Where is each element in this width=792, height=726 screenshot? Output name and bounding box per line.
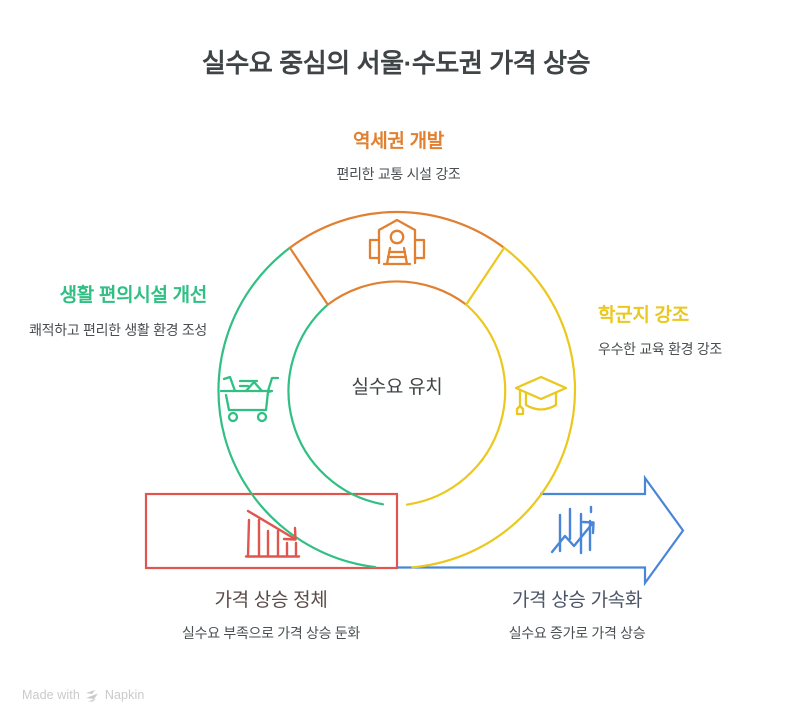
node-price-acceleration-subtitle: 실수요 증가로 가격 상승	[508, 624, 646, 641]
node-station-title: 역세권 개발	[353, 131, 444, 152]
napkin-logo-icon	[85, 689, 98, 701]
watermark-prefix: Made with	[22, 688, 80, 702]
node-school-subtitle: 우수한 교육 환경 강조	[598, 340, 722, 357]
ring-arc-outer-amenity	[217, 246, 377, 569]
node-station-development: 역세권 개발 편리한 교통 시설 강조	[296, 129, 501, 184]
node-station-subtitle: 편리한 교통 시설 강조	[336, 165, 461, 182]
node-price-stagnation-title: 가격 상승 정체	[214, 590, 328, 611]
node-price-acceleration-title: 가격 상승 가속화	[511, 590, 643, 611]
ring-center-label: 실수요 유치	[351, 377, 443, 398]
ring-divider-station-amenity	[288, 246, 329, 306]
shopping-cart-icon	[219, 375, 280, 423]
ring-arc-inner-school	[405, 303, 507, 506]
ring-arc-inner-amenity	[287, 303, 385, 506]
ring-divider-station-school	[465, 246, 506, 306]
node-price-stagnation-subtitle: 실수요 부족으로 가격 상승 둔화	[182, 624, 360, 641]
page-title: 실수요 중심의 서울·수도권 가격 상승	[201, 48, 591, 78]
node-amenity-subtitle: 쾌적하고 편리한 생활 환경 조성	[29, 321, 207, 338]
ring-arc-outer-school	[411, 246, 577, 569]
graduation-cap-icon	[514, 375, 568, 416]
ring-arc-outer-station	[288, 210, 506, 249]
node-amenity-title: 생활 편의시설 개선	[59, 285, 208, 306]
node-price-stagnation: 가격 상승 정체 실수요 부족으로 가격 상승 둔화	[166, 588, 376, 643]
watermark-brand: Napkin	[104, 688, 145, 702]
price-acceleration-arrow	[397, 474, 685, 587]
napkin-watermark: Made with Napkin	[22, 688, 144, 702]
node-price-acceleration: 가격 상승 가속화 실수요 증가로 가격 상승	[466, 588, 688, 643]
node-amenity-improvement: 생활 편의시설 개선 쾌적하고 편리한 생활 환경 조성	[22, 283, 207, 340]
node-school-title: 학군지 강조	[598, 305, 689, 326]
ring-arc-inner-station	[326, 280, 468, 306]
train-station-icon	[368, 218, 426, 266]
declining-bar-chart-icon	[244, 509, 301, 558]
rising-trend-chart-icon	[550, 505, 595, 555]
node-school-district: 학군지 강조 우수한 교육 환경 강조	[598, 303, 792, 359]
